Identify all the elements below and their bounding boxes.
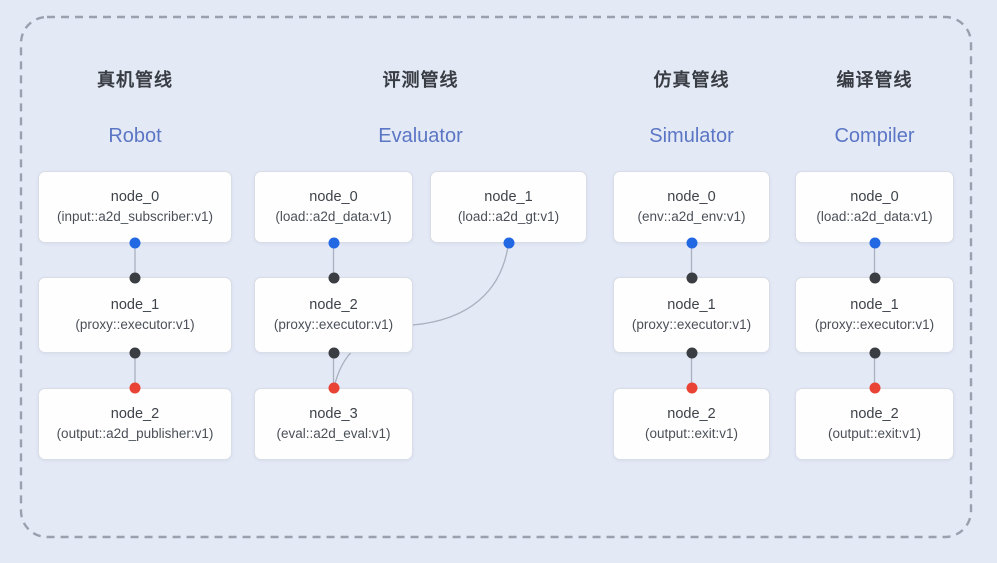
node-name: node_2 xyxy=(850,406,899,422)
input-port-dot xyxy=(129,272,141,284)
node-card-simulator-node1: node_1 (proxy::executor:v1) xyxy=(613,277,770,353)
node-type: (eval::a2d_eval:v1) xyxy=(276,426,391,442)
terminal-port-dot xyxy=(328,382,339,394)
node-type: (load::a2d_data:v1) xyxy=(816,209,933,225)
node-name: node_0 xyxy=(667,189,716,205)
node-card-simulator-node2: node_2 (output::exit:v1) xyxy=(613,388,770,460)
edge-curve-gt-to-eval xyxy=(333,242,510,389)
node-card-robot-node0: node_0 (input::a2d_subscriber:v1) xyxy=(38,171,232,243)
pipeline-compiler-title-zh: 编译管线 xyxy=(836,70,913,90)
output-port-dot xyxy=(328,237,339,249)
node-name: node_1 xyxy=(850,297,899,313)
node-name: node_0 xyxy=(850,189,899,205)
node-type: (output::exit:v1) xyxy=(644,426,739,442)
node-card-simulator-node0: node_0 (env::a2d_env:v1) xyxy=(613,171,770,243)
pipeline-compiler-title-en: Compiler xyxy=(834,125,915,147)
node-card-evaluator-node1: node_1 (load::a2d_gt:v1) xyxy=(430,171,587,243)
node-type: (load::a2d_gt:v1) xyxy=(457,209,560,225)
node-card-evaluator-node3: node_3 (eval::a2d_eval:v1) xyxy=(254,388,413,460)
node-name: node_1 xyxy=(484,189,533,205)
dashed-border xyxy=(19,15,973,539)
input-port-dot xyxy=(686,272,697,284)
node-type: (proxy::executor:v1) xyxy=(631,317,752,333)
terminal-port-dot xyxy=(869,382,880,394)
input-port-dot xyxy=(328,272,339,284)
node-card-robot-node1: node_1 (proxy::executor:v1) xyxy=(38,277,232,353)
node-card-evaluator-node2: node_2 (proxy::executor:v1) xyxy=(254,277,413,353)
node-type: (output::exit:v1) xyxy=(827,426,922,442)
terminal-port-dot xyxy=(129,382,141,394)
node-name: node_2 xyxy=(309,297,358,313)
terminal-port-dot xyxy=(686,382,697,394)
node-card-robot-node2: node_2 (output::a2d_publisher:v1) xyxy=(38,388,232,460)
node-type: (load::a2d_data:v1) xyxy=(275,209,392,225)
input-port-dot xyxy=(328,347,339,359)
node-name: node_1 xyxy=(110,297,160,313)
node-card-compiler-node1: node_1 (proxy::executor:v1) xyxy=(795,277,954,353)
node-card-evaluator-node0: node_0 (load::a2d_data:v1) xyxy=(254,171,413,243)
pipeline-robot-title-zh: 真机管线 xyxy=(97,70,173,90)
input-port-dot xyxy=(686,347,697,359)
node-name: node_0 xyxy=(309,189,358,205)
input-port-dot xyxy=(869,347,880,359)
output-port-dot xyxy=(686,237,697,249)
pipeline-robot-title-en: Robot xyxy=(108,125,162,147)
node-type: (proxy::executor:v1) xyxy=(75,317,195,333)
node-name: node_2 xyxy=(667,406,716,422)
node-name: node_0 xyxy=(110,189,160,205)
pipeline-simulator-title-en: Simulator xyxy=(649,125,734,147)
node-type: (proxy::executor:v1) xyxy=(273,317,394,333)
node-card-compiler-node2: node_2 (output::exit:v1) xyxy=(795,388,954,460)
node-type: (proxy::executor:v1) xyxy=(814,317,935,333)
output-port-dot xyxy=(129,237,141,249)
node-name: node_2 xyxy=(110,406,160,422)
node-type: (input::a2d_subscriber:v1) xyxy=(56,209,214,225)
node-card-compiler-node0: node_0 (load::a2d_data:v1) xyxy=(795,171,954,243)
pipeline-evaluator-title-zh: 评测管线 xyxy=(382,70,459,90)
input-port-dot xyxy=(869,272,880,284)
pipeline-simulator-title-zh: 仿真管线 xyxy=(653,70,730,90)
node-name: node_1 xyxy=(667,297,716,313)
input-port-dot xyxy=(129,347,141,359)
output-port-dot xyxy=(503,237,514,249)
node-type: (env::a2d_env:v1) xyxy=(637,209,746,225)
output-port-dot xyxy=(869,237,880,249)
pipeline-evaluator-title-en: Evaluator xyxy=(378,125,463,147)
node-name: node_3 xyxy=(309,406,358,422)
node-type: (output::a2d_publisher:v1) xyxy=(56,426,214,442)
